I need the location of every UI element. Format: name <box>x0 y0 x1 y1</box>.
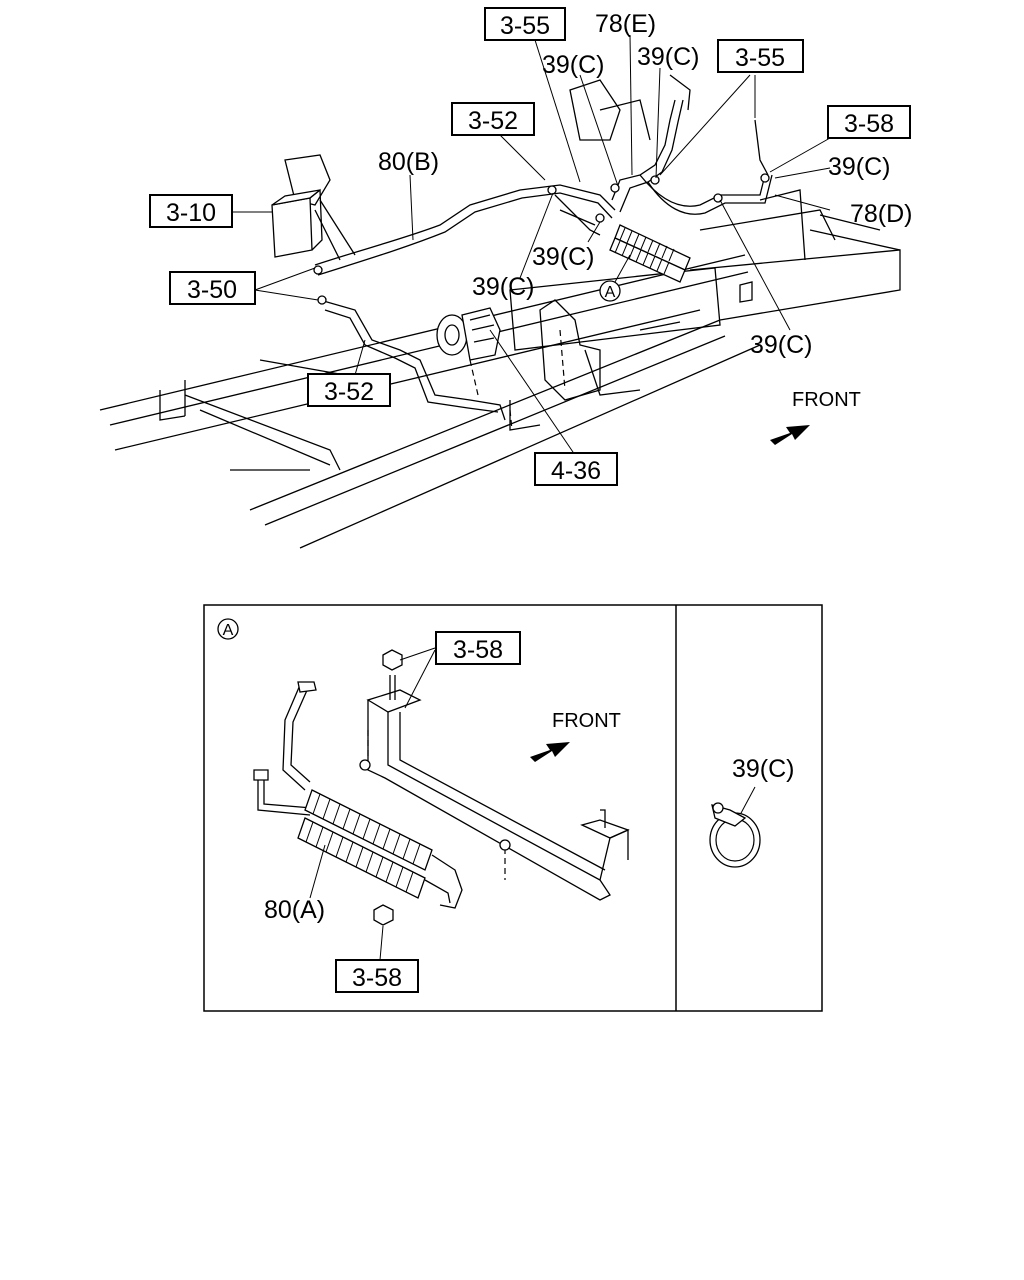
callout-3-55-right: 3-55 <box>735 44 785 72</box>
detail-a-marker: A <box>223 622 234 639</box>
callout-3-58-top: 3-58 <box>844 110 894 138</box>
callout-box-4-36 <box>534 452 618 486</box>
callout-3-10: 3-10 <box>166 199 216 227</box>
callout-39c-c: 39(C) <box>828 153 891 181</box>
callout-3-55-top: 3-55 <box>500 12 550 40</box>
detail-clamp: 39(C) <box>709 755 795 868</box>
detail-a-front-label: FRONT <box>552 710 621 732</box>
callout-circle-a: A <box>605 284 616 301</box>
callout-box-3-55-top <box>484 7 566 41</box>
hydraulic-lines <box>313 74 773 421</box>
detail-clamp-39c: 39(C) <box>732 755 795 783</box>
callout-39c-a: 39(C) <box>542 51 605 79</box>
callout-box-3-55-right <box>717 39 804 73</box>
callout-3-52-top: 3-52 <box>468 107 518 135</box>
detail-a-3-58-lower: 3-58 <box>352 964 402 992</box>
callout-39c-b: 39(C) <box>637 43 700 71</box>
callout-box-3-50 <box>169 271 256 305</box>
callout-box-3-52-bottom <box>307 373 391 407</box>
callout-39c-f: 39(C) <box>750 331 813 359</box>
callout-39c-d: 39(C) <box>532 243 595 271</box>
callout-box-3-52-top <box>451 102 535 136</box>
detail-a-marker-circle <box>217 618 239 640</box>
detail-panel <box>203 604 823 1012</box>
callout-4-36: 4-36 <box>551 457 601 485</box>
chassis-frame <box>99 79 901 549</box>
detail-a-3-58-upper: 3-58 <box>453 636 503 664</box>
detail-a-80a: 80(A) <box>264 896 325 924</box>
callout-box-3-58-top <box>827 105 911 139</box>
power-steering-pump <box>436 307 501 361</box>
callout-80b: 80(B) <box>378 148 439 176</box>
leader-lines-top <box>232 34 831 456</box>
oil-cooler-top <box>609 224 691 283</box>
detail-a: A 3-58 F <box>217 618 630 993</box>
detail-a-box-3-58-upper <box>435 631 521 665</box>
callout-39c-e: 39(C) <box>472 273 535 301</box>
front-arrow-top-icon <box>770 425 810 445</box>
callout-3-50: 3-50 <box>187 276 237 304</box>
front-label-top: FRONT <box>792 389 861 411</box>
callout-box-3-10 <box>149 194 233 228</box>
detail-a-box-3-58-lower <box>335 959 419 993</box>
callout-78e: 78(E) <box>595 10 656 38</box>
callout-3-52-bottom: 3-52 <box>324 378 374 406</box>
detail-a-front-arrow-icon <box>530 742 570 762</box>
callout-78d: 78(D) <box>850 200 913 228</box>
circle-a-marker <box>599 280 621 302</box>
callouts-top: 3-55 78(E) 39(C) 39(C) 3-55 3-52 80(B) 3… <box>149 7 913 486</box>
